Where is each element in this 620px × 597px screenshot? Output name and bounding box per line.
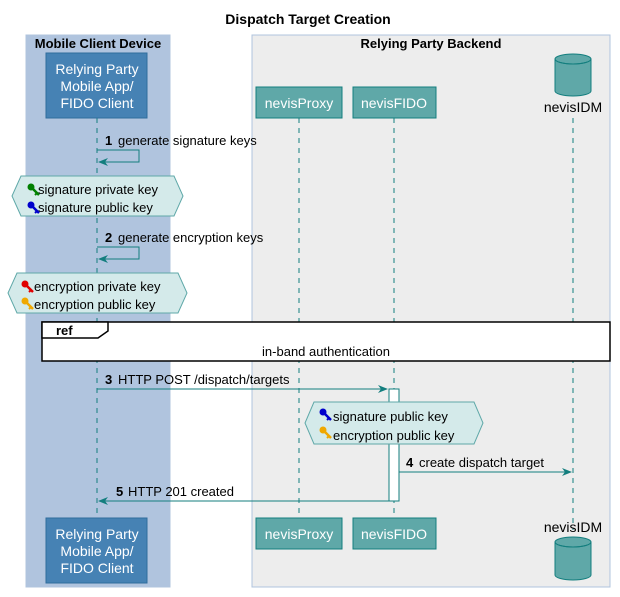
message-1: 1 generate signature keys <box>97 133 257 166</box>
note-sig-private: signature private key <box>38 182 158 197</box>
note-fido-keys: signature public key encryption public k… <box>304 401 484 445</box>
participant-client-line1: Relying Party <box>55 61 138 77</box>
message-2-number: 2 <box>105 230 112 245</box>
key-orange-icon <box>21 297 34 310</box>
key-green-icon <box>27 183 40 196</box>
message-3-number: 3 <box>105 372 112 387</box>
participant-fido-top[interactable]: nevisFIDO <box>352 86 437 119</box>
participant-proxy-label: nevisProxy <box>265 95 333 111</box>
participant-idm-label: nevisIDM <box>544 99 602 115</box>
message-3: 3 HTTP POST /dispatch/targets <box>97 372 388 393</box>
note-sig-public: signature public key <box>38 200 153 215</box>
participant-fido-bottom[interactable]: nevisFIDO <box>352 517 437 550</box>
participant-client-line2: Mobile App/ <box>60 78 133 94</box>
participant-fido-label: nevisFIDO <box>361 95 427 111</box>
backend-box-label: Relying Party Backend <box>361 36 502 51</box>
message-3-text: HTTP POST /dispatch/targets <box>118 372 290 387</box>
note-enc-public: encryption public key <box>34 297 156 312</box>
message-5: 5 HTTP 201 created <box>98 484 389 505</box>
message-4-text: create dispatch target <box>419 455 544 470</box>
key-red-icon <box>21 280 34 293</box>
message-4-number: 4 <box>406 455 414 470</box>
note-encryption-keys: encryption private key encryption public… <box>7 272 188 314</box>
message-5-text: HTTP 201 created <box>128 484 234 499</box>
participant-client-bottom[interactable]: Relying Party Mobile App/ FIDO Client <box>45 517 148 584</box>
note-signature-keys: signature private key signature public k… <box>11 175 184 217</box>
key-orange-icon <box>319 426 332 439</box>
message-2: 2 generate encryption keys <box>97 230 264 263</box>
diagram-title: Dispatch Target Creation <box>225 11 390 27</box>
participant-idm-bottom[interactable]: nevisIDM <box>544 519 602 581</box>
participant-fido-bottom-label: nevisFIDO <box>361 526 427 542</box>
message-1-number: 1 <box>105 133 112 148</box>
ref-frame: ref in-band authentication <box>41 321 611 362</box>
message-1-text: generate signature keys <box>118 133 257 148</box>
participant-client-bottom-line1: Relying Party <box>55 526 138 542</box>
key-blue-icon <box>27 201 40 214</box>
ref-text: in-band authentication <box>262 344 390 359</box>
participant-client-top[interactable]: Relying Party Mobile App/ FIDO Client <box>45 52 148 119</box>
message-5-number: 5 <box>116 484 123 499</box>
fido-activation-bar <box>388 388 400 502</box>
participant-client-bottom-line3: FIDO Client <box>60 560 133 576</box>
participant-proxy-bottom[interactable]: nevisProxy <box>255 517 343 550</box>
note-enc-private: encryption private key <box>34 279 161 294</box>
participant-proxy-top[interactable]: nevisProxy <box>255 86 343 119</box>
participant-idm-bottom-label: nevisIDM <box>544 519 602 535</box>
participant-idm-top[interactable]: nevisIDM <box>544 53 602 115</box>
participant-client-bottom-line2: Mobile App/ <box>60 543 133 559</box>
mobile-box-label: Mobile Client Device <box>35 36 161 51</box>
participant-proxy-bottom-label: nevisProxy <box>265 526 333 542</box>
participant-client-line3: FIDO Client <box>60 95 133 111</box>
key-blue-icon <box>319 408 332 421</box>
message-2-text: generate encryption keys <box>118 230 264 245</box>
note-fido-sig-public: signature public key <box>333 409 448 424</box>
backend-box: Relying Party Backend <box>251 34 611 588</box>
ref-tag: ref <box>56 323 73 338</box>
message-4: 4 create dispatch target <box>399 455 572 476</box>
note-fido-enc-public: encryption public key <box>333 428 455 443</box>
